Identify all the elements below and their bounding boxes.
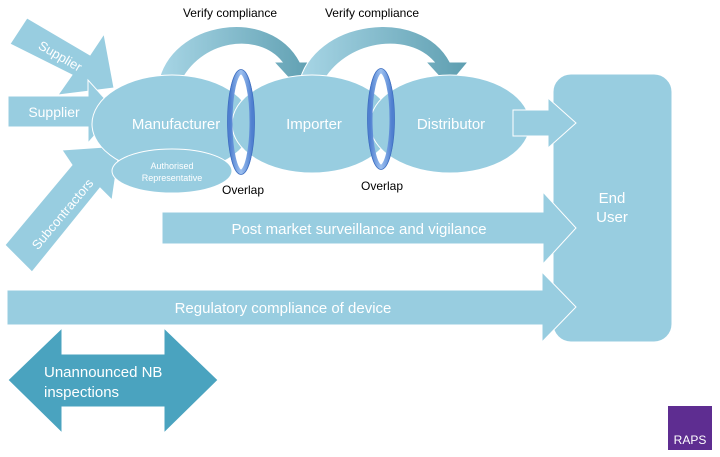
distributor-to-end-user-arrow <box>512 96 577 150</box>
overlap-ring-2 <box>367 68 395 170</box>
overlap-ring-2-outline <box>367 68 395 170</box>
raps-logo-text: RAPS <box>673 433 707 447</box>
regulatory-label: Regulatory compliance of device <box>175 300 392 317</box>
raps-logo: RAPS <box>668 406 712 450</box>
verify-compliance-label-2: Verify compliance <box>325 6 419 20</box>
regulatory-compliance-arrow <box>6 270 577 344</box>
overlap-label-1: Overlap <box>222 183 264 197</box>
verify-compliance-arc-2 <box>298 26 470 87</box>
inspections-double-arrow <box>7 326 219 435</box>
inspections-label-2: inspections <box>44 384 119 401</box>
authorised-rep-label-1: Authorised <box>150 161 193 171</box>
supplier-label-2: Supplier <box>28 104 80 120</box>
supplier-arrow-diagonal <box>9 17 115 96</box>
overlap-ring-1 <box>227 69 255 175</box>
overlap-ring-1-outline <box>227 69 255 175</box>
end-user-label-1: End <box>599 190 626 207</box>
inspections-label-1: Unannounced NB <box>44 364 162 381</box>
overlap-label-2: Overlap <box>361 179 403 193</box>
verify-compliance-label-1: Verify compliance <box>183 6 277 20</box>
end-user-label-2: User <box>596 209 628 226</box>
post-market-label: Post market surveillance and vigilance <box>231 221 486 238</box>
authorised-rep-label-2: Representative <box>142 173 203 183</box>
importer-label: Importer <box>286 116 342 133</box>
post-market-arrow <box>161 190 577 266</box>
manufacturer-label: Manufacturer <box>132 116 220 133</box>
authorised-representative-node <box>111 148 233 194</box>
distributor-label: Distributor <box>417 116 485 133</box>
